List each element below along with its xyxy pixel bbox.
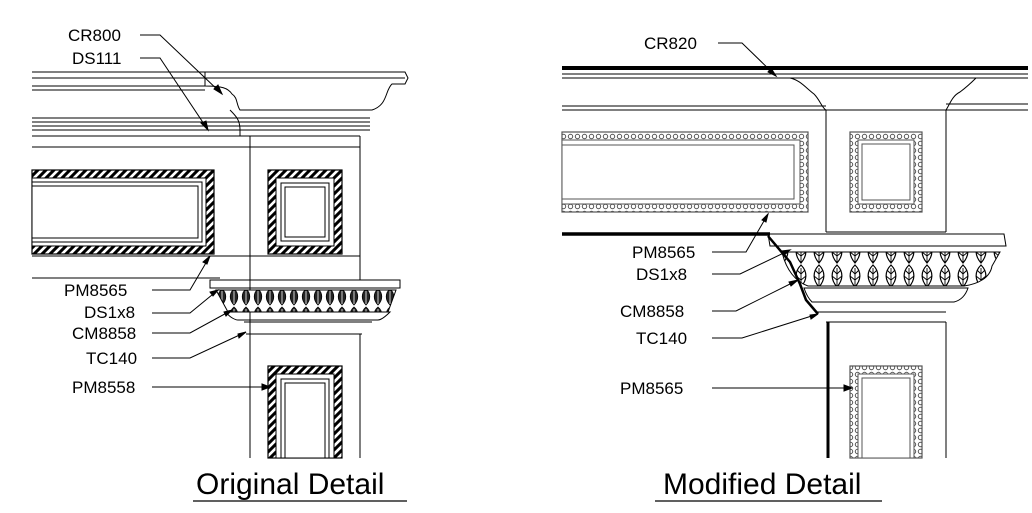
callout-pm8565-top: PM8565	[632, 243, 695, 262]
original-capital	[209, 279, 401, 458]
callout-ds111: DS111	[72, 49, 121, 68]
original-title: Original Detail	[196, 468, 384, 501]
callout-cr820: CR820	[644, 34, 697, 53]
original-large-panel	[31, 169, 215, 255]
modified-large-panel	[561, 131, 809, 213]
callout-cr800: CR800	[68, 26, 121, 45]
callout-tc140: TC140	[636, 329, 687, 348]
callout-ds1x8: DS1x8	[84, 303, 135, 322]
original-detail-drawing: CR800 DS111 PM8565 DS1x8 CM8858 TC140 PM…	[31, 26, 409, 502]
callout-pm8565: PM8565	[64, 281, 127, 300]
modified-cornice	[562, 66, 1028, 236]
original-lower-panel	[267, 365, 343, 459]
callout-cm8858: CM8858	[72, 324, 136, 343]
modified-detail-drawing: CR820 PM8565 DS1x8 CM8858 TC140 PM8565 M…	[561, 34, 1028, 502]
callout-tc140: TC140	[86, 349, 137, 368]
modified-title: Modified Detail	[663, 468, 861, 501]
original-cornice	[32, 71, 409, 458]
callout-cm8858: CM8858	[620, 302, 684, 321]
callout-pm8558: PM8558	[72, 378, 135, 397]
modified-lower-panel	[849, 365, 923, 459]
original-leaders	[140, 34, 272, 391]
modified-leaders	[712, 42, 854, 392]
modified-small-panel	[849, 131, 923, 213]
callout-ds1x8: DS1x8	[636, 265, 687, 284]
original-small-panel	[267, 169, 343, 255]
callout-pm8565-bottom: PM8565	[620, 379, 683, 398]
